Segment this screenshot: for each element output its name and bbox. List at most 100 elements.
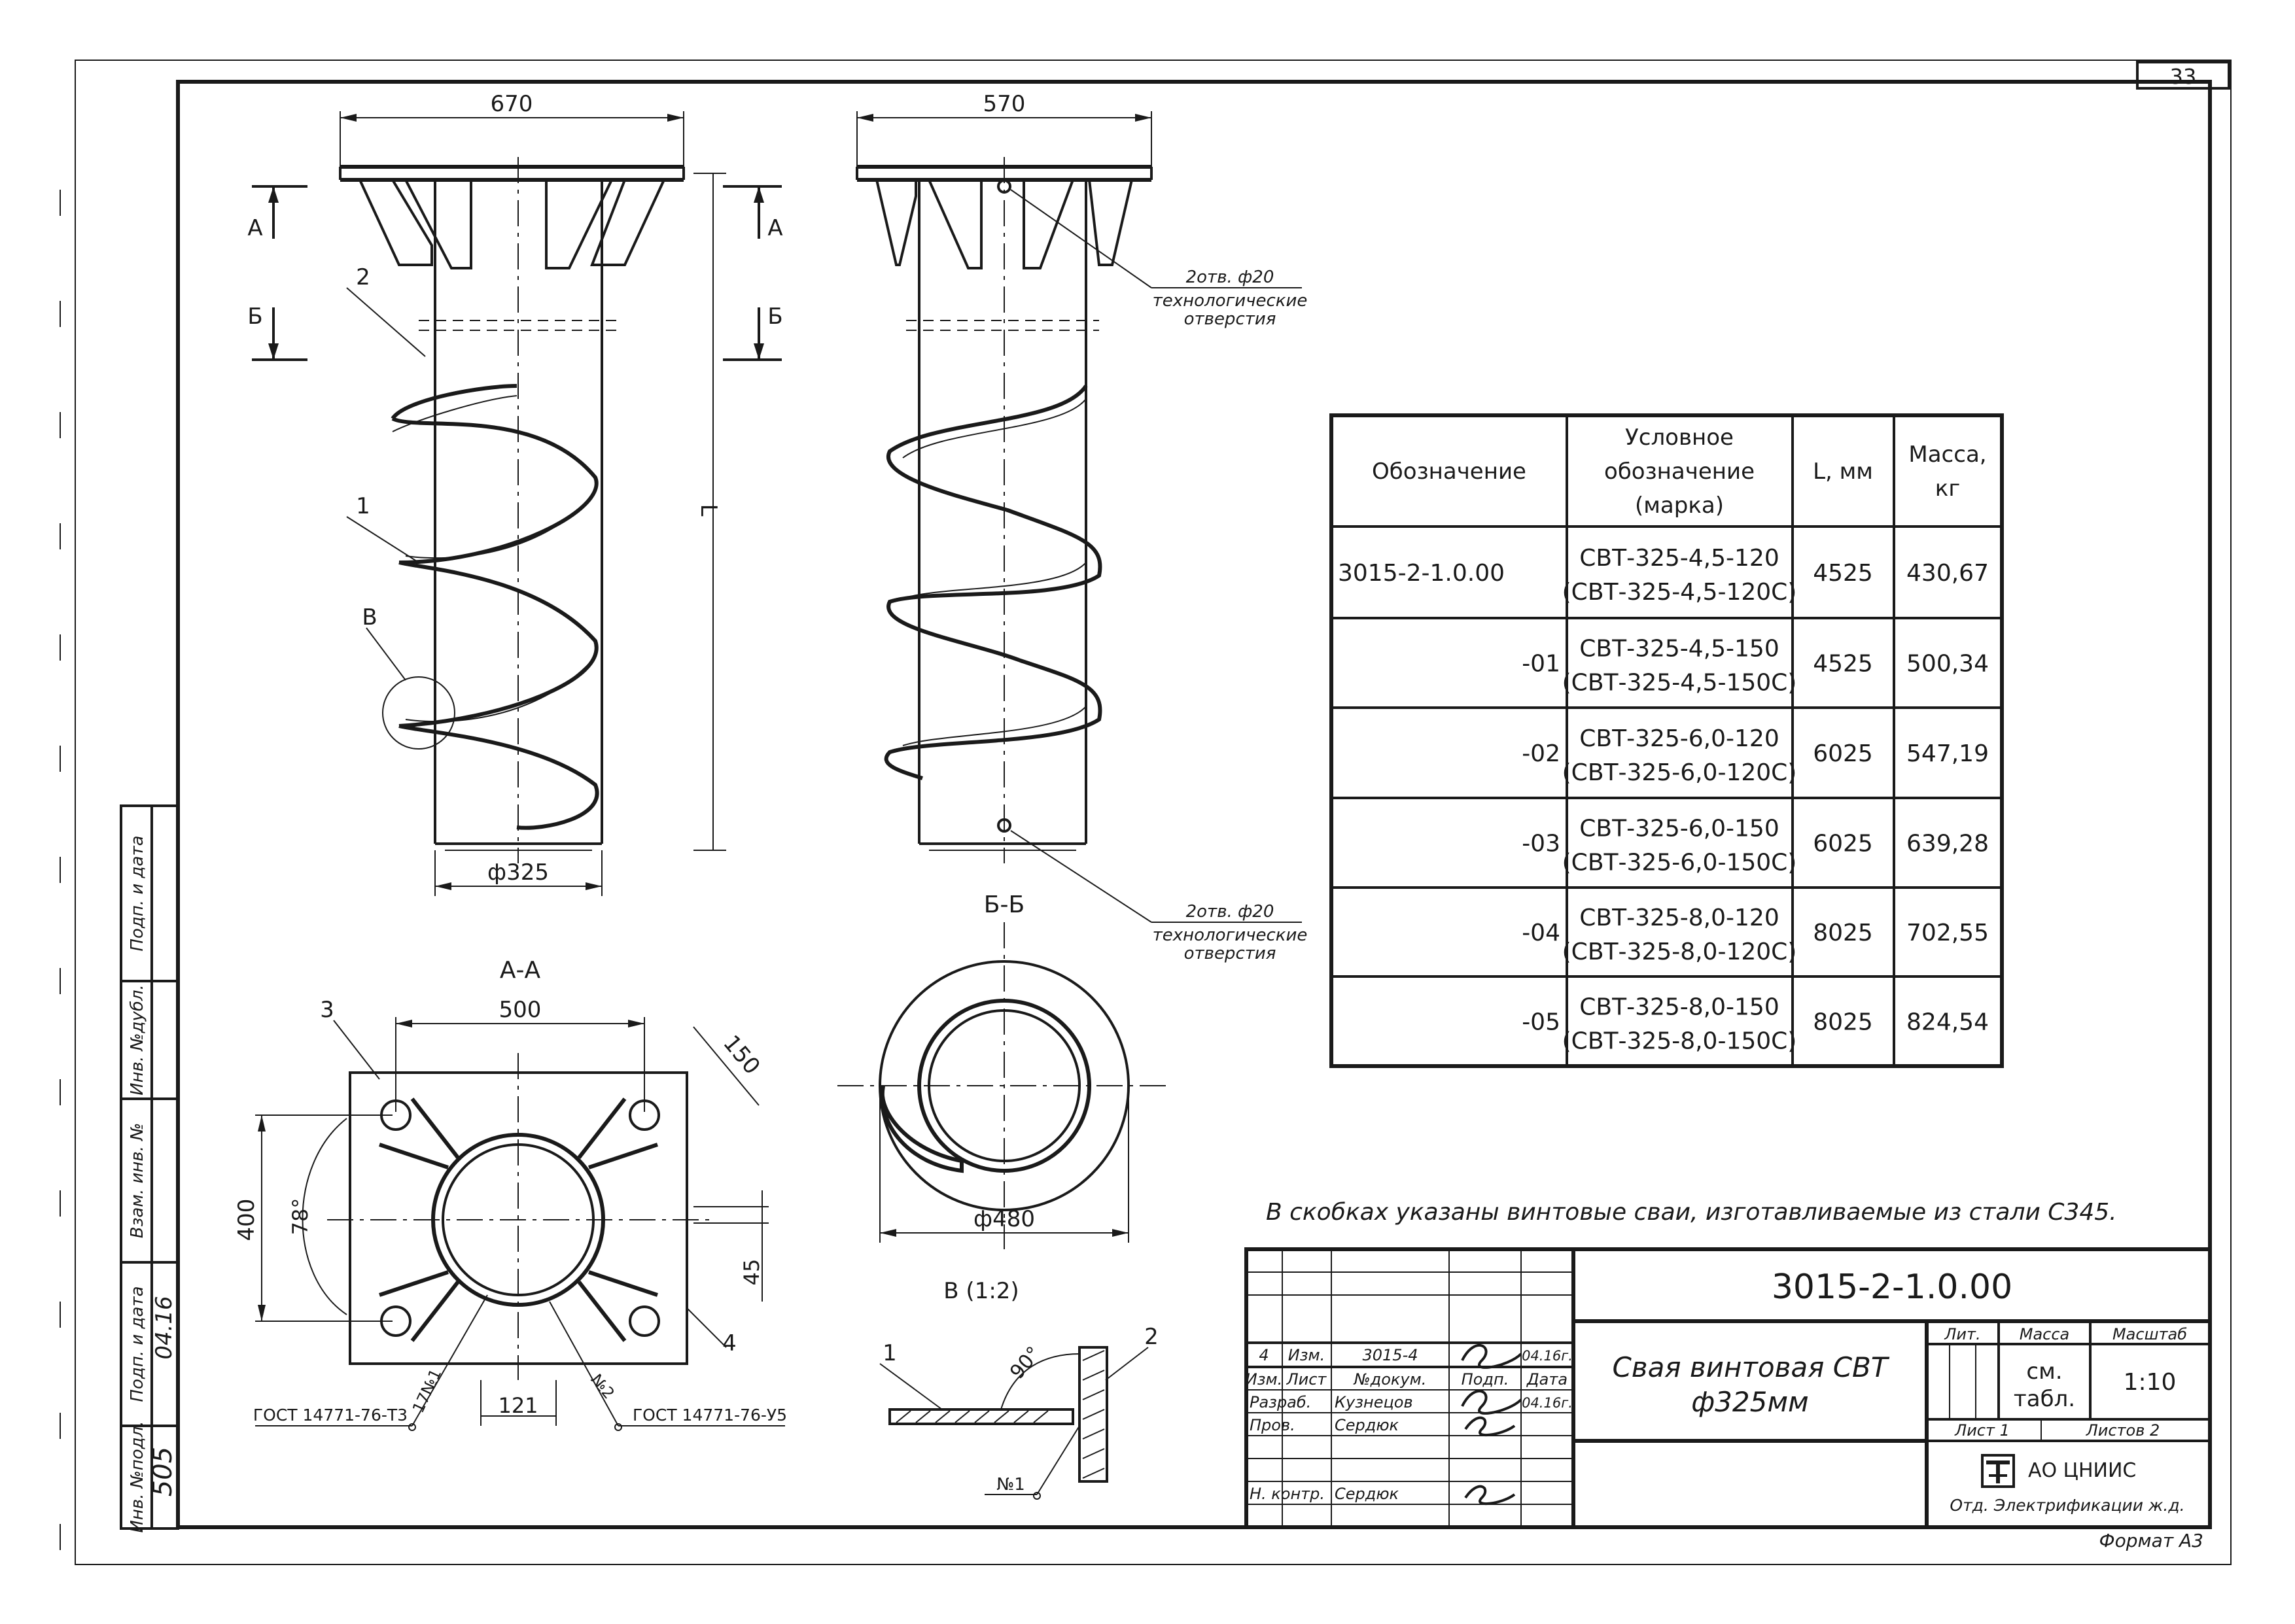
dim-121: 121 <box>498 1393 538 1418</box>
format-label: Формат А3 <box>2099 1530 2203 1551</box>
dim-length-L: L <box>695 504 722 517</box>
stamp-label-3: Взам. инв. № <box>128 1123 147 1239</box>
signature <box>1461 1390 1522 1415</box>
stamp-label-2: Инв. №дубл. <box>128 984 147 1096</box>
section-b-right: Б <box>767 303 782 330</box>
table-row: -05СВТ-325-8,0-150(СВТ-325-8,0-150С)8025… <box>1522 994 1989 1055</box>
cell-mark: СВТ-325-6,0-150 <box>1579 816 1779 842</box>
dim-angle-78: 78° <box>288 1198 313 1235</box>
cell-mark: СВТ-325-8,0-150 <box>1579 994 1779 1021</box>
hole-note-top-3: отверстия <box>1184 309 1276 329</box>
cell-mark-c345: (СВТ-325-4,5-150С) <box>1562 670 1797 697</box>
table-header-cell: Масса, <box>1908 441 1986 468</box>
spec-table: ОбозначениеУсловноеобозначение(марка)L, … <box>1329 413 2004 1068</box>
tb-sheet-label: Лист 1 <box>1954 1421 2010 1440</box>
table-header-cell: Обозначение <box>1372 458 1526 485</box>
sheet-number: 33 <box>2170 64 2197 89</box>
cell-mass: 702,55 <box>1906 920 1989 946</box>
tb-head-sign: Подп. <box>1462 1370 1509 1389</box>
cell-length: 8025 <box>1813 920 1873 946</box>
tb-name-1: Кузнецов <box>1335 1393 1413 1411</box>
table-row: -01СВТ-325-4,5-150(СВТ-325-4,5-150С)4525… <box>1522 636 1989 697</box>
tb-rev-num: 4 <box>1259 1346 1269 1364</box>
section-bb-title: Б-Б <box>984 891 1025 918</box>
tb-head-date: Дата <box>1526 1370 1568 1389</box>
org-logo <box>1981 1454 2015 1488</box>
hole-note-bottom-3: отверстия <box>1184 944 1276 963</box>
stamp-label-5: Инв. №подл. <box>128 1421 147 1532</box>
detail-v-title: В (1:2) <box>943 1278 1019 1304</box>
tb-title-line2: ф325мм <box>1691 1386 1808 1418</box>
tb-head-doc: №докум. <box>1353 1370 1427 1389</box>
detail-v: В (1:2) 90° 1 2 №1 <box>879 1278 1159 1500</box>
table-header-cell: (марка) <box>1635 492 1724 519</box>
table-row: -04СВТ-325-8,0-120(СВТ-325-8,0-120С)8025… <box>1522 905 1989 965</box>
cell-mass: 547,19 <box>1906 740 1989 767</box>
callout-3: 3 <box>320 997 334 1023</box>
stamp-label-4: Подп. и дата <box>128 1286 147 1402</box>
pile-front-view: 670 ф325 L А Б А Б 2 1 В <box>247 91 783 896</box>
gost-right: ГОСТ 14771-76-У5 <box>633 1406 787 1425</box>
dim-45: 45 <box>739 1259 764 1286</box>
table-header-cell: обозначение <box>1604 458 1755 485</box>
cell-length: 4525 <box>1813 651 1873 678</box>
tb-sheets-label: Листов 2 <box>2086 1421 2160 1440</box>
cell-designation: -01 <box>1522 651 1560 678</box>
cell-designation: -02 <box>1522 740 1560 767</box>
hole-note-bottom-2: технологические <box>1153 925 1308 945</box>
tb-rev-doc: 3015-4 <box>1362 1346 1418 1364</box>
gost-left: ГОСТ 14771-76-Т3 <box>253 1406 408 1425</box>
tb-head-list: Лист <box>1286 1370 1327 1389</box>
table-row: -03СВТ-325-6,0-150(СВТ-325-6,0-150С)6025… <box>1522 816 1989 876</box>
cell-mass: 500,34 <box>1906 651 1989 678</box>
outer-frame <box>75 60 2232 1565</box>
section-b-left: Б <box>247 303 262 330</box>
tb-scale-value: 1:10 <box>2124 1369 2177 1396</box>
hole-note-top-2: технологические <box>1153 291 1308 311</box>
detail-v-weld: №1 <box>996 1475 1025 1494</box>
cell-mass: 639,28 <box>1906 831 1989 857</box>
sheet-number-box <box>2136 61 2230 90</box>
table-header-row: ОбозначениеУсловноеобозначение(марка)L, … <box>1372 424 1987 519</box>
signature <box>1461 1344 1522 1369</box>
section-a-right: А <box>767 215 782 241</box>
detail-v-callout-2: 2 <box>1144 1324 1159 1350</box>
table-row: 3015-2-1.0.00СВТ-325-4,5-120(СВТ-325-4,5… <box>1338 545 1989 606</box>
section-aa-title: А-А <box>500 957 541 984</box>
dim-670: 670 <box>491 91 533 117</box>
table-row: -02СВТ-325-6,0-120(СВТ-325-6,0-120С)6025… <box>1522 725 1989 786</box>
tb-name-2: Сердюк <box>1335 1416 1399 1434</box>
steel-note: В скобках указаны винтовые сваи, изготав… <box>1266 1199 2117 1226</box>
tb-name-3: Сердюк <box>1335 1485 1399 1503</box>
tb-rev-date: 04.16г. <box>1522 1348 1573 1364</box>
dim-diameter-480: ф480 <box>973 1206 1035 1232</box>
dim-570: 570 <box>983 91 1026 117</box>
pile-side-view: 570 2отв. ф20 технологические отверстия … <box>856 91 1308 963</box>
tb-scale-label: Масштаб <box>2112 1325 2187 1343</box>
callout-2: 2 <box>356 264 370 290</box>
cell-mark: СВТ-325-6,0-120 <box>1579 725 1779 752</box>
cell-length: 4525 <box>1813 560 1873 587</box>
tb-date-1: 04.16г. <box>1522 1395 1573 1411</box>
tb-head-izm: Изм. <box>1246 1370 1282 1389</box>
tb-mass-value-1: см. <box>2026 1358 2062 1385</box>
cell-mark-c345: (СВТ-325-8,0-150С) <box>1562 1028 1797 1055</box>
stamp-label-1: Подп. и дата <box>128 835 147 951</box>
tb-role-1: Разраб. <box>1250 1393 1311 1411</box>
dim-400: 400 <box>234 1199 260 1241</box>
cell-mark-c345: (СВТ-325-4,5-120С) <box>1562 579 1797 606</box>
signature <box>1464 1485 1516 1506</box>
cell-designation: -04 <box>1522 920 1560 946</box>
tb-mass-value-2: табл. <box>2014 1386 2075 1412</box>
callout-v: В <box>362 604 377 631</box>
cell-mass: 430,67 <box>1906 560 1989 587</box>
tb-role-2: Пров. <box>1250 1416 1295 1434</box>
tb-role-3: Н. контр. <box>1250 1485 1325 1503</box>
table-header-cell: кг <box>1935 475 1960 502</box>
side-stamp: Подп. и дата Инв. №дубл. Взам. инв. № По… <box>120 804 179 1533</box>
stamp-sign-date: 04.16 <box>151 1296 177 1359</box>
cell-mark: СВТ-325-8,0-120 <box>1579 905 1779 931</box>
signature <box>1464 1416 1516 1437</box>
cell-length: 6025 <box>1813 831 1873 857</box>
